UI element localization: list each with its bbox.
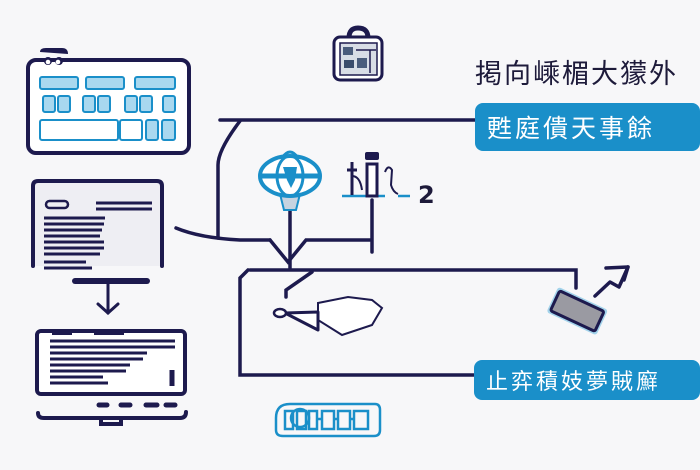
- lab-equipment-icon: [342, 152, 410, 198]
- arrow-up-right-icon: [593, 265, 630, 298]
- label-top-text: 甦庭僓天事餘: [487, 114, 656, 143]
- arrow-down-icon: [96, 281, 120, 316]
- globe-icon: [258, 150, 322, 211]
- keyboard-icon: [26, 48, 191, 155]
- briefcase-lock-icon: [332, 25, 384, 82]
- label-top: 甦庭僓天事餘: [475, 103, 700, 151]
- connector-lines: [174, 118, 578, 377]
- chip-icon: [547, 287, 608, 335]
- circuit-board-icon: [274, 402, 382, 438]
- diagram-title: 掲向嵊楣大獴外: [475, 59, 678, 90]
- step-number: 2: [418, 181, 435, 209]
- key-racket-icon: [272, 295, 384, 337]
- label-bottom: 止弈積妓夢賊廯: [474, 360, 700, 400]
- laptop-icon: [35, 329, 188, 426]
- monitor-document-icon: [31, 179, 164, 284]
- label-bottom-text: 止弈積妓夢賊廯: [486, 370, 662, 395]
